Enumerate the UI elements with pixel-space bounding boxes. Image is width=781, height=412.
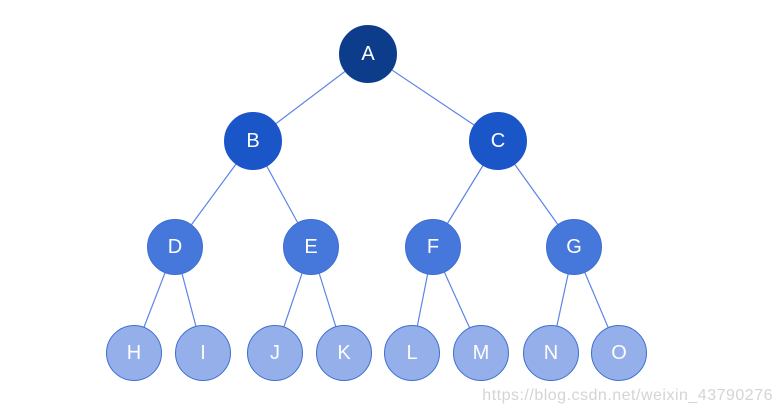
tree-node-b: B (224, 112, 282, 170)
tree-node-d: D (147, 219, 203, 275)
tree-node-k: K (316, 325, 372, 381)
tree-node-label: D (167, 236, 183, 258)
tree-node-label: I (200, 342, 206, 364)
tree-node-label: C (490, 130, 506, 152)
tree-node-e: E (283, 219, 339, 275)
tree-node-label: J (270, 342, 280, 364)
tree-node-label: L (406, 342, 418, 364)
tree-node-label: K (337, 342, 351, 364)
tree-node-label: N (543, 342, 559, 364)
tree-node-i: I (175, 325, 231, 381)
tree-node-m: M (453, 325, 509, 381)
tree-node-label: B (246, 130, 260, 152)
tree-node-h: H (106, 325, 162, 381)
tree-node-a: A (339, 25, 397, 83)
tree-node-label: M (472, 342, 490, 364)
tree-node-label: A (361, 43, 375, 65)
tree-node-n: N (523, 325, 579, 381)
tree-node-g: G (546, 219, 602, 275)
tree-node-f: F (405, 219, 461, 275)
tree-node-label: G (566, 236, 582, 258)
tree-node-l: L (384, 325, 440, 381)
tree-node-j: J (247, 325, 303, 381)
tree-node-label: O (611, 342, 627, 364)
tree-node-label: E (304, 236, 318, 258)
tree-node-o: O (591, 325, 647, 381)
tree-node-c: C (469, 112, 527, 170)
tree-node-label: H (126, 342, 142, 364)
tree-node-label: F (426, 236, 440, 258)
